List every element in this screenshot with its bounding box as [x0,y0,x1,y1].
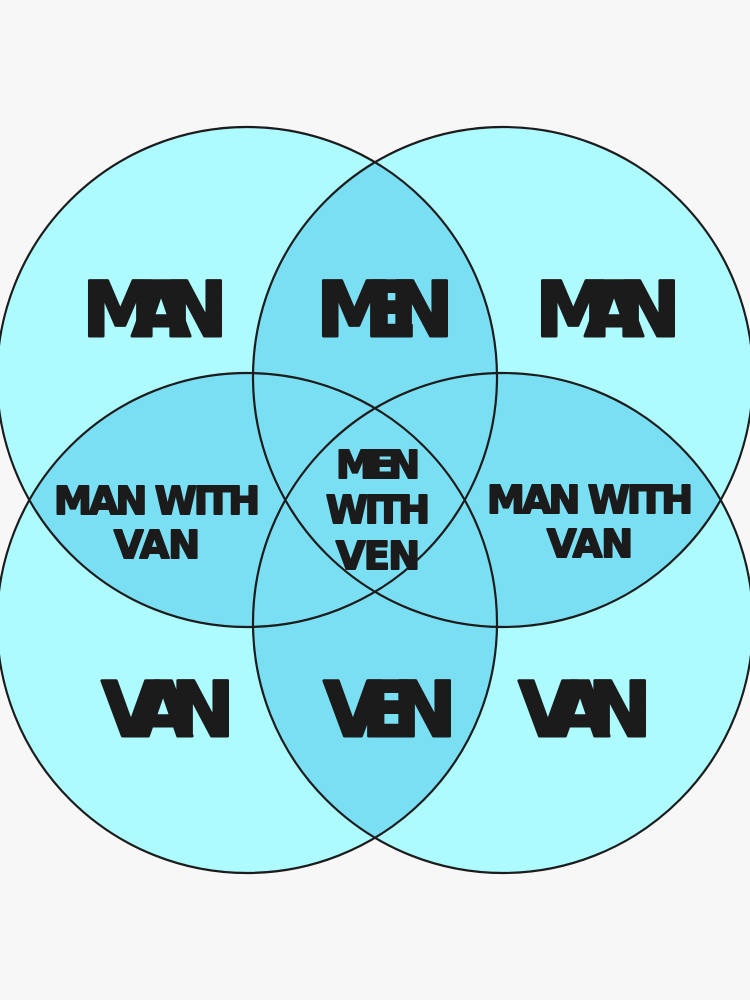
overlap-ven-region [253,373,497,873]
label-men-top-center: MEN [317,265,454,354]
outline-circle-top-right [251,125,750,629]
outline-circle-bottom-left [0,371,499,875]
label-men-with-ven-line1: MEN [336,443,420,487]
label-man-with-van-left-line1: MAN WITH [54,479,260,523]
label-man-with-van-left-line2: VAN [114,523,200,567]
label-man-with-van-right-line2: VAN [547,522,633,566]
label-men-with-ven-line2: WITH [326,488,430,532]
label-man-top-right: MAN [536,265,681,354]
label-man-top-left: MAN [83,265,228,354]
label-van-bottom-left: VAN [102,665,235,754]
outline-circle-top-left [0,125,499,629]
venn-circle-outlines [0,125,750,875]
label-ven-bottom-center: VEN [324,665,457,754]
outline-circle-bottom-right [251,371,750,875]
label-man-with-van-right-line1: MAN WITH [487,478,693,522]
venn-labels: MAN MEN MAN MAN WITH VAN MEN WITH VEN MA… [53,264,694,756]
label-men-with-ven-line3: VEN [336,534,420,578]
label-van-bottom-right: VAN [519,665,652,754]
venn-overlap-regions [0,127,750,873]
